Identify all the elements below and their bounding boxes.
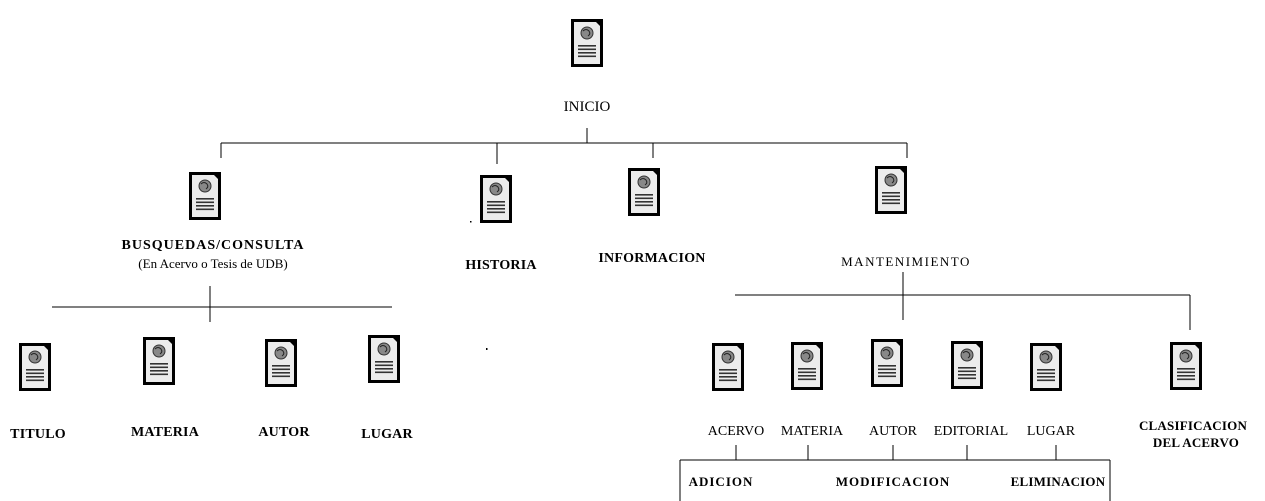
stray-marks <box>470 221 488 350</box>
page-icons <box>18 18 1203 392</box>
materia-mant-label[interactable]: MATERIA <box>780 424 844 439</box>
lugar-mant-label[interactable]: LUGAR <box>1026 424 1076 439</box>
titulo-label[interactable]: TITULO <box>10 427 66 442</box>
materia-label[interactable]: MATERIA <box>130 425 200 440</box>
autor-mant-page-icon <box>870 338 904 388</box>
busquedas-label[interactable]: BUSQUEDAS/CONSULTA <box>121 238 305 253</box>
busquedas-sublabel: (En Acervo o Tesis de UDB) <box>138 256 288 271</box>
editorial-page-icon <box>950 340 984 390</box>
lugar-mant-page-icon <box>1029 342 1063 392</box>
titulo-page-icon <box>18 342 52 392</box>
historia-label[interactable]: HISTORIA <box>465 258 537 273</box>
adicion-label[interactable]: ADICION <box>688 474 754 489</box>
inicio-label[interactable]: INICIO <box>563 99 611 115</box>
acervo-page-icon <box>711 342 745 392</box>
autor-page-icon <box>264 338 298 388</box>
mantenimiento-label[interactable]: MANTENIMIENTO <box>841 254 971 269</box>
autor-label[interactable]: AUTOR <box>258 425 310 440</box>
historia-page-icon <box>479 174 513 224</box>
mantenimiento-page-icon <box>874 165 908 215</box>
busquedas-page-icon <box>188 171 222 221</box>
editorial-label[interactable]: EDITORIAL <box>933 424 1009 439</box>
connector-lines <box>52 128 1191 501</box>
autor-mant-label[interactable]: AUTOR <box>869 424 917 439</box>
acervo-label[interactable]: ACERVO <box>707 424 765 439</box>
clasificacion-label[interactable]: CLASIFICACION <box>1138 418 1248 433</box>
informacion-label[interactable]: INFORMACION <box>598 251 706 266</box>
lugar-page-icon <box>367 334 401 384</box>
lugar-label[interactable]: LUGAR <box>361 427 413 442</box>
materia-page-icon <box>142 336 176 386</box>
inicio-page-icon <box>570 18 604 68</box>
clasificacion-page-icon <box>1169 341 1203 391</box>
modificacion-label[interactable]: MODIFICACION <box>835 474 951 489</box>
informacion-page-icon <box>627 167 661 217</box>
eliminacion-label[interactable]: ELIMINACION <box>1010 474 1106 489</box>
materia-mant-page-icon <box>790 341 824 391</box>
clasificacion-label-2[interactable]: DEL ACERVO <box>1152 435 1240 450</box>
